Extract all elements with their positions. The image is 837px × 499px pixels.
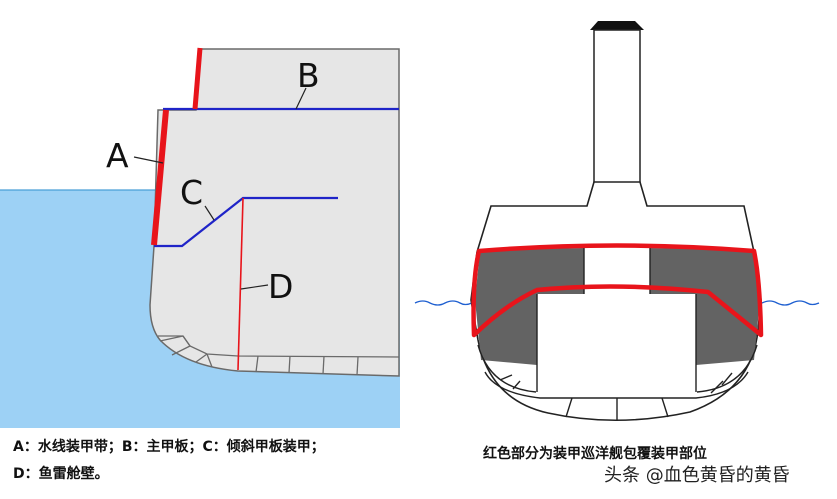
left-dark-compartment	[475, 248, 584, 365]
watermark: 头条 @血色黄昏的黄昏	[604, 465, 790, 486]
right-dark-compartment	[650, 248, 760, 365]
torpedo-bulkhead	[237, 197, 244, 371]
right-cruiser-diagram	[414, 21, 820, 422]
sloped-deck-armor	[154, 196, 338, 248]
wave-left	[414, 300, 473, 306]
double-bottom	[158, 335, 400, 376]
label-b: B	[297, 56, 320, 95]
mast-cap	[590, 21, 644, 30]
right-caption: 红色部分为装甲巡洋舰包覆装甲部位	[483, 446, 707, 462]
armor-belt	[151, 109, 169, 246]
label-d: D	[268, 267, 294, 306]
left-hull-diagram	[0, 47, 400, 428]
hull-section	[149, 48, 400, 377]
left-caption-line1: A：水线装甲带；B：主甲板；C：倾斜甲板装甲；	[13, 439, 325, 455]
label-a: A	[106, 136, 129, 175]
left-caption-line2: D：鱼雷舱壁。	[13, 466, 109, 482]
armor-coverage	[471, 243, 764, 338]
label-leaders	[133, 87, 307, 290]
label-c: C	[180, 173, 204, 212]
mast	[593, 29, 641, 184]
upper-armor-strake	[192, 47, 203, 110]
wave-right	[761, 300, 820, 306]
